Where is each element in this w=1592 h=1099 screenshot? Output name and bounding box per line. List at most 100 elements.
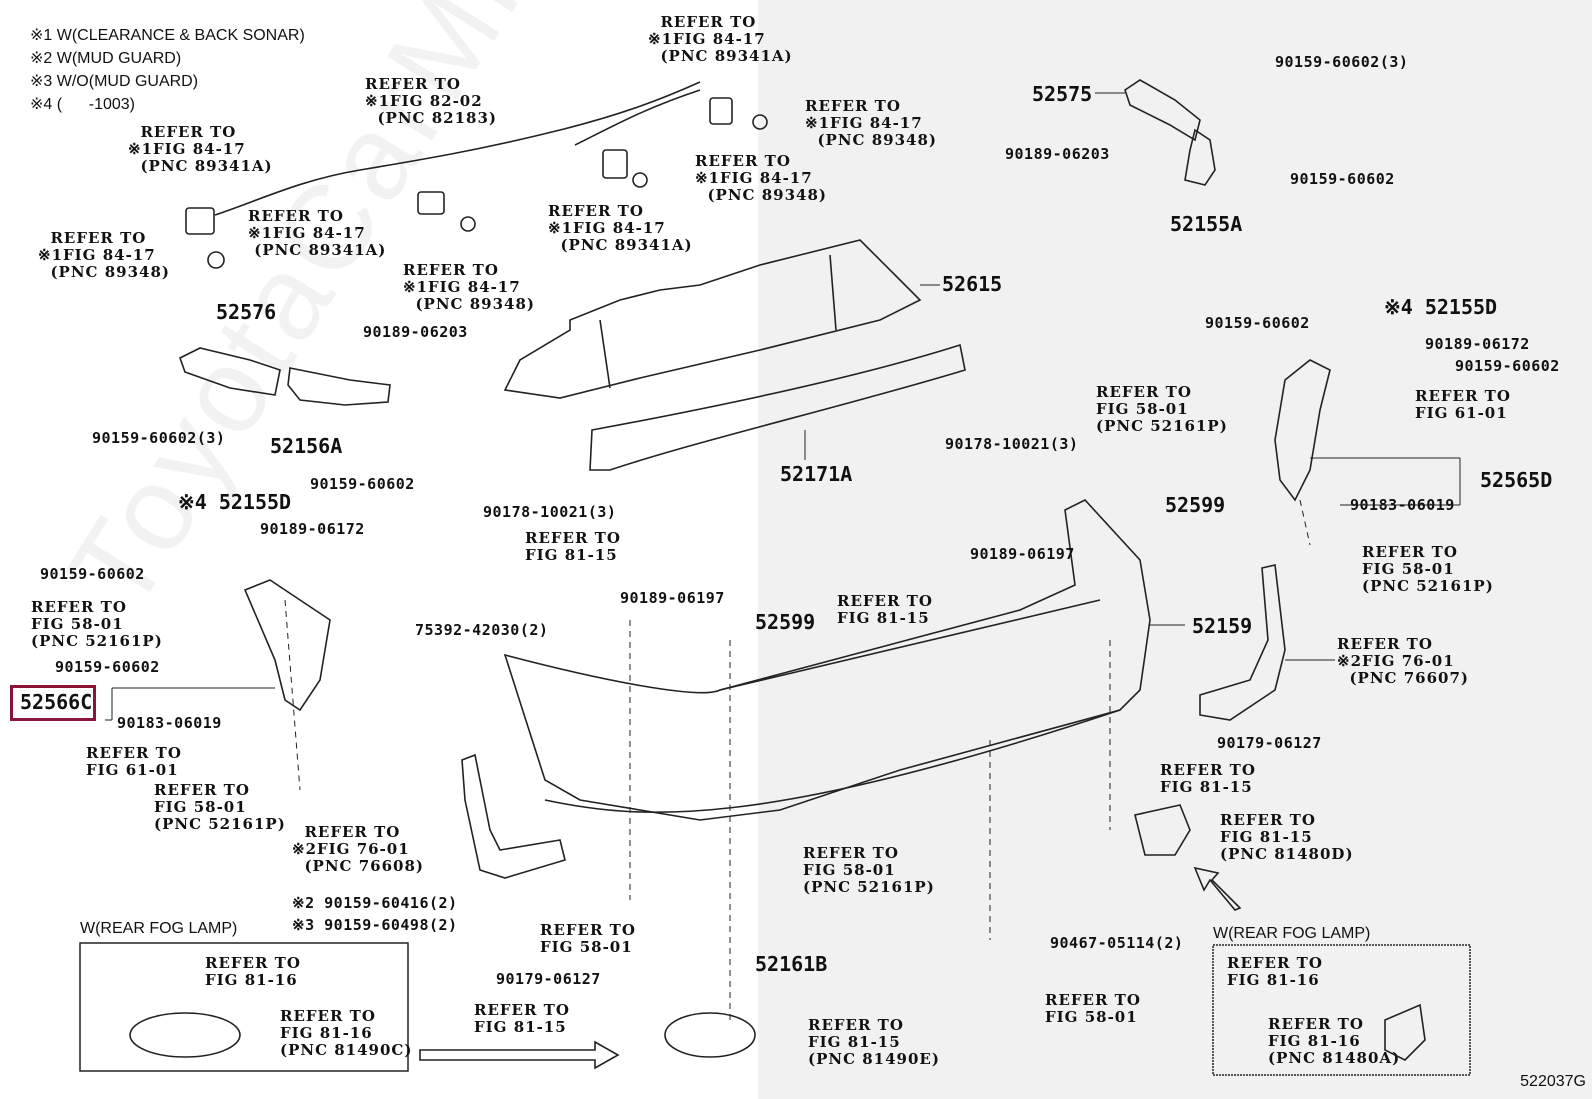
- part-number-label[interactable]: 90159-60602(3): [1275, 53, 1409, 71]
- part-number-label[interactable]: 90467-05114(2): [1050, 934, 1184, 952]
- part-number-label[interactable]: 90159-60602: [40, 565, 145, 583]
- refer-callout[interactable]: REFER TO FIG 81-15: [1160, 761, 1256, 796]
- sonar-sensor-icon: [709, 97, 733, 125]
- part-number-label[interactable]: 90159-60602(3): [92, 429, 226, 447]
- mud-guard-shape: [461, 753, 566, 879]
- part-number-label[interactable]: 52576: [216, 300, 277, 324]
- sonar-sensor-icon: [417, 191, 445, 215]
- bumper-bracket-shape: [1274, 359, 1331, 502]
- part-number-label[interactable]: 90183-06019: [1350, 496, 1455, 514]
- refer-callout[interactable]: REFER TO FIG 61-01: [1415, 387, 1511, 422]
- part-number-label[interactable]: 90179-06127: [1217, 734, 1322, 752]
- refer-callout[interactable]: REFER TO FIG 81-16: [205, 954, 301, 989]
- refer-callout[interactable]: REFER TO FIG 58-01 (PNC 52161P): [1362, 543, 1494, 595]
- part-number-label[interactable]: 52159: [1192, 614, 1253, 638]
- refer-callout[interactable]: REFER TO FIG 58-01 (PNC 52161P): [1096, 383, 1228, 435]
- retainer-icon: [460, 216, 476, 232]
- fog-lamp-box-right: [1212, 944, 1471, 1076]
- part-number-label[interactable]: 90178-10021(3): [945, 435, 1079, 453]
- arrow-icon: [419, 1040, 620, 1070]
- retainer-bracket-shape: [1124, 79, 1201, 142]
- sonar-sensor-icon: [185, 207, 215, 235]
- part-number-label[interactable]: ※4 52155D: [178, 490, 292, 514]
- part-number-label[interactable]: 90189-06172: [1425, 335, 1530, 353]
- retainer-bracket-shape: [287, 367, 391, 406]
- part-number-label[interactable]: 75392-42030(2): [415, 621, 549, 639]
- mud-guard-shape: [1199, 564, 1286, 721]
- fog-lamp-shape: [1134, 804, 1191, 856]
- retainer-bracket-shape: [179, 347, 281, 396]
- refer-callout[interactable]: REFER TO FIG 81-16: [1227, 954, 1323, 989]
- part-number-label[interactable]: ※2 90159-60416(2): [292, 894, 458, 912]
- part-number-label-highlighted[interactable]: 52566C: [20, 690, 93, 714]
- refer-callout[interactable]: REFER TO FIG 81-16 (PNC 81490C): [280, 1007, 413, 1059]
- retainer-icon: [752, 114, 768, 130]
- part-number-label[interactable]: ※3 90159-60498(2): [292, 916, 458, 934]
- refer-callout[interactable]: REFER TO ※1FIG 84-17 (PNC 89341A): [248, 207, 387, 259]
- part-number-label[interactable]: 52155A: [1170, 212, 1243, 236]
- refer-callout[interactable]: REFER TO FIG 58-01: [1045, 991, 1141, 1026]
- part-number-label[interactable]: 90179-06127: [496, 970, 601, 988]
- refer-callout[interactable]: REFER TO ※1FIG 84-17 (PNC 89341A): [548, 202, 693, 254]
- fog-lamp-shape: [129, 1012, 241, 1058]
- part-number-label[interactable]: 90189-06197: [620, 589, 725, 607]
- part-number-label[interactable]: 52161B: [755, 952, 828, 976]
- refer-callout[interactable]: REFER TO ※1FIG 84-17 (PNC 89348): [403, 261, 535, 313]
- refer-callout[interactable]: REFER TO FIG 58-01 (PNC 52161P): [31, 598, 163, 650]
- part-number-label[interactable]: 90189-06203: [363, 323, 468, 341]
- retainer-icon: [207, 251, 225, 269]
- reinforcement-beam-shape: [589, 343, 966, 471]
- wire-harness-branch: [574, 89, 701, 146]
- bumper-bracket-shape: [243, 579, 331, 712]
- part-number-label[interactable]: 90189-06172: [260, 520, 365, 538]
- retainer-bracket-shape: [1184, 128, 1216, 186]
- refer-callout[interactable]: REFER TO FIG 58-01 (PNC 52161P): [803, 844, 935, 896]
- figure-id: 522037G: [1520, 1073, 1586, 1090]
- right-panel-background: [758, 0, 1592, 1099]
- arrow-icon: [1193, 866, 1242, 911]
- refer-callout[interactable]: REFER TO FIG 61-01: [86, 744, 182, 779]
- refer-callout[interactable]: REFER TO FIG 81-15: [525, 529, 621, 564]
- part-number-label[interactable]: 90178-10021(3): [483, 503, 617, 521]
- part-number-label[interactable]: 52156A: [270, 434, 343, 458]
- refer-callout[interactable]: REFER TO FIG 81-15: [837, 592, 933, 627]
- fog-lamp-box-left: [79, 942, 409, 1072]
- variant-note: ※1 W(CLEARANCE & BACK SONAR): [30, 27, 305, 44]
- fog-lamp-caption-left: W(REAR FOG LAMP): [80, 920, 238, 937]
- part-number-label[interactable]: 52599: [1165, 493, 1226, 517]
- part-number-label[interactable]: 90159-60602: [1205, 314, 1310, 332]
- bumper-cover-shape: [503, 499, 1151, 821]
- refer-callout[interactable]: REFER TO ※2FIG 76-01 (PNC 76608): [292, 823, 424, 875]
- part-number-label[interactable]: 90159-60602: [1455, 357, 1560, 375]
- refer-callout[interactable]: REFER TO ※1FIG 84-17 (PNC 89341A): [648, 13, 793, 65]
- part-number-label[interactable]: 52575: [1032, 82, 1093, 106]
- refer-callout[interactable]: REFER TO ※1FIG 82-02 (PNC 82183): [365, 75, 497, 127]
- part-number-label[interactable]: 52565D: [1480, 468, 1553, 492]
- part-number-label[interactable]: 90189-06203: [1005, 145, 1110, 163]
- refer-callout[interactable]: REFER TO FIG 81-15 (PNC 81490E): [808, 1016, 940, 1068]
- variant-note: ※3 W/O(MUD GUARD): [30, 73, 199, 90]
- part-number-label[interactable]: 90159-60602: [55, 658, 160, 676]
- refer-callout[interactable]: REFER TO FIG 81-15: [474, 1001, 570, 1036]
- part-number-label[interactable]: 52599: [755, 610, 816, 634]
- refer-callout[interactable]: REFER TO ※2FIG 76-01 (PNC 76607): [1337, 635, 1469, 687]
- part-number-label[interactable]: 90189-06197: [970, 545, 1075, 563]
- part-number-label[interactable]: 90159-60602: [310, 475, 415, 493]
- retainer-icon: [632, 172, 648, 188]
- refer-callout[interactable]: REFER TO FIG 81-16 (PNC 81480A): [1268, 1015, 1401, 1067]
- refer-callout[interactable]: REFER TO FIG 58-01 (PNC 52161P): [154, 781, 286, 833]
- fog-lamp-shape: [664, 1012, 756, 1058]
- refer-callout[interactable]: REFER TO ※1FIG 84-17 (PNC 89348): [38, 229, 170, 281]
- part-number-label[interactable]: 90159-60602: [1290, 170, 1395, 188]
- refer-callout[interactable]: REFER TO ※1FIG 84-17 (PNC 89348): [805, 97, 937, 149]
- refer-callout[interactable]: REFER TO FIG 58-01: [540, 921, 636, 956]
- refer-callout[interactable]: REFER TO ※1FIG 84-17 (PNC 89341A): [128, 123, 273, 175]
- wire-harness: [214, 81, 701, 216]
- part-number-label[interactable]: 52171A: [780, 462, 853, 486]
- refer-callout[interactable]: REFER TO FIG 81-15 (PNC 81480D): [1220, 811, 1354, 863]
- part-number-label[interactable]: 90183-06019: [117, 714, 222, 732]
- refer-callout[interactable]: REFER TO ※1FIG 84-17 (PNC 89348): [695, 152, 827, 204]
- part-number-label[interactable]: ※4 52155D: [1384, 295, 1498, 319]
- part-number-label[interactable]: 52615: [942, 272, 1003, 296]
